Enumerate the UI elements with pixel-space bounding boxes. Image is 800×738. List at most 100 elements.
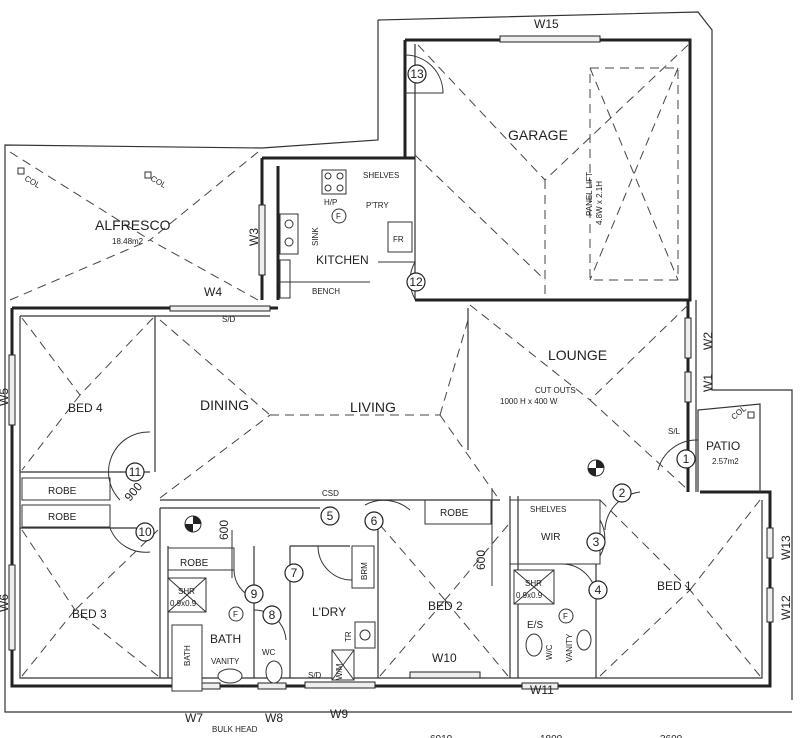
vanity-bath: VANITY — [211, 657, 240, 666]
door-marker-2: 2 — [612, 483, 632, 503]
door-marker-4: 4 — [588, 580, 608, 600]
garage-label: GARAGE — [508, 127, 568, 143]
window-w11: W11 — [530, 683, 554, 697]
door-marker-11: 11 — [125, 462, 145, 482]
window-w5: W5 — [0, 388, 11, 406]
alfresco-area: 18.48m2 — [112, 237, 144, 246]
svg-text:6: 6 — [371, 514, 378, 528]
cut-outs-label: CUT OUTS — [535, 386, 576, 395]
door-marker-6: 6 — [364, 511, 384, 531]
pantry-label: P'TRY — [366, 201, 389, 210]
lounge-label: LOUNGE — [548, 347, 607, 363]
door-marker-10: 10 — [135, 522, 155, 542]
robe-bed3: ROBE — [48, 512, 77, 523]
dim-600-bed2: 600 — [474, 550, 488, 570]
shower-size-bath: 0.9x0.9 — [170, 599, 197, 608]
room-labels: ALFRESCO 18.48m2 GARAGE PANEL LIFT 4.8W … — [23, 127, 748, 734]
svg-text:9: 9 — [251, 587, 258, 601]
door-markers: 1 2 3 4 5 6 7 8 9 10 11 12 13 — [125, 64, 696, 625]
wc-ensuite-label: W/C — [545, 644, 554, 660]
svg-text:8: 8 — [269, 608, 276, 622]
fridge-label: FR — [393, 235, 404, 244]
svg-text:1: 1 — [683, 452, 690, 466]
dim-1800: 1800 — [540, 734, 563, 738]
door-marker-7: 7 — [284, 563, 304, 583]
wc-label: WC — [262, 648, 276, 657]
door-marker-3: 3 — [586, 532, 606, 552]
window-w2: W2 — [701, 332, 715, 350]
door-marker-5: 5 — [320, 506, 340, 526]
fixtures — [17, 167, 755, 692]
broom-label: BRM — [360, 562, 369, 580]
window-w13: W13 — [779, 535, 793, 560]
trough-label: TR — [344, 631, 353, 642]
svg-text:12: 12 — [409, 275, 423, 289]
cut-outs-size: 1000 H x 400 W — [500, 397, 558, 406]
sd-label-dining: S/D — [222, 315, 236, 324]
bath-label: BATH — [210, 632, 241, 646]
living-label: LIVING — [350, 399, 396, 415]
dimension-labels: 900 600 600 6010 1800 3600 — [122, 479, 683, 738]
shower-size-ensuite: 0.9x0.9 — [516, 591, 543, 600]
bed4-label: BED 4 — [68, 401, 103, 415]
bulk-head-label: BULK HEAD — [212, 725, 258, 734]
ensuite-label: E/S — [527, 620, 543, 631]
vanity-ensuite: VANITY — [565, 633, 574, 662]
patio-area: 2.57m2 — [712, 457, 739, 466]
svg-text:3: 3 — [593, 535, 600, 549]
bench-label: BENCH — [312, 287, 340, 296]
wir-label: WIR — [541, 532, 560, 543]
main-walls — [10, 38, 772, 688]
dim-900: 900 — [122, 479, 146, 504]
svg-text:11: 11 — [129, 465, 142, 479]
laundry-label: L'DRY — [312, 605, 346, 619]
robe-bed2: ROBE — [440, 508, 469, 519]
svg-text:5: 5 — [327, 509, 334, 523]
patio-label: PATIO — [706, 439, 740, 453]
shelves-wir: SHELVES — [530, 505, 566, 514]
alfresco-label: ALFRESCO — [95, 217, 171, 233]
door-marker-1: 1 — [676, 449, 696, 469]
ceiling-lines — [9, 44, 761, 677]
shower-label-ensuite: SHR — [525, 579, 542, 588]
window-w7: W7 — [185, 711, 203, 725]
shelves-kitchen: SHELVES — [363, 171, 399, 180]
svg-text:7: 7 — [291, 566, 298, 580]
bed3-label: BED 3 — [72, 607, 107, 621]
hp-label: H/P — [324, 198, 337, 207]
svg-text:2: 2 — [619, 486, 626, 500]
window-w15: W15 — [534, 17, 559, 31]
door-marker-9: 9 — [244, 584, 264, 604]
kitchen-label: KITCHEN — [316, 253, 369, 267]
window-w9: W9 — [330, 707, 348, 721]
door-marker-12: 12 — [406, 272, 426, 292]
robe-bed4: ROBE — [48, 486, 77, 497]
window-w10: W10 — [432, 651, 457, 665]
door-marker-13: 13 — [407, 64, 427, 84]
panel-lift-size: 4.8W x 2.1H — [595, 181, 604, 225]
svg-text:4: 4 — [595, 583, 602, 597]
eaves-outline — [4, 11, 793, 713]
bath-tub-label: BATH — [183, 645, 192, 666]
svg-text:13: 13 — [410, 67, 424, 81]
dim-6010: 6010 — [430, 734, 453, 738]
sd-label-laundry: S/D — [308, 671, 322, 680]
sl-label: S/L — [668, 427, 681, 436]
csd-label: CSD — [322, 489, 339, 498]
window-w3: W3 — [247, 228, 261, 246]
washing-machine-label: W/M — [335, 663, 344, 680]
col-label-1: COL — [23, 174, 42, 190]
dim-3600: 3600 — [660, 734, 683, 738]
sink-label: SINK — [311, 227, 320, 246]
bed2-label: BED 2 — [428, 599, 463, 613]
window-w1: W1 — [701, 374, 715, 392]
window-w4: W4 — [204, 285, 222, 299]
window-w8: W8 — [265, 711, 283, 725]
exhaust-fan-kitchen: F — [336, 212, 341, 221]
window-w12: W12 — [779, 595, 793, 620]
dim-600-corridor: 600 — [217, 520, 231, 540]
exhaust-fan-bath: F — [233, 610, 238, 619]
bed1-label: BED 1 — [657, 579, 692, 593]
svg-text:10: 10 — [138, 525, 152, 539]
